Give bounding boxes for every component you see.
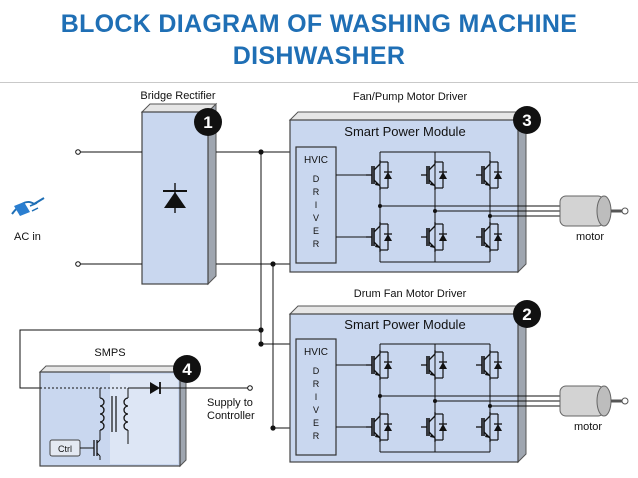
driver-letter: I xyxy=(315,200,318,210)
driver-letter: I xyxy=(315,392,318,402)
svg-text:1: 1 xyxy=(203,113,212,132)
supply-label-line2: Controller xyxy=(207,410,255,422)
ac-in-label: AC in xyxy=(14,231,41,243)
smart-power-module-label-top: Smart Power Module xyxy=(344,124,465,139)
plug-icon xyxy=(11,197,45,216)
smps-label: SMPS xyxy=(94,347,125,359)
hvic-label-top: HVIC xyxy=(304,155,328,166)
ctrl-label: Ctrl xyxy=(58,444,72,454)
driver-letter: V xyxy=(313,405,319,415)
badge-smps: 4 xyxy=(173,355,201,383)
smart-power-module-bottom: Smart Power Module HVIC D R I V E R xyxy=(288,304,560,464)
bridge-rectifier-label: Bridge Rectifier xyxy=(140,90,216,102)
smart-power-module-label-bottom: Smart Power Module xyxy=(344,317,465,332)
motor-label-bottom: motor xyxy=(574,421,602,433)
hvic-driver-top xyxy=(295,146,337,264)
badge-bridge: 1 xyxy=(194,108,222,136)
driver-letter: R xyxy=(313,187,320,197)
svg-text:3: 3 xyxy=(522,111,531,130)
svg-text:2: 2 xyxy=(522,305,531,324)
driver-letter: R xyxy=(313,379,320,389)
driver-letter: E xyxy=(313,226,319,236)
motor-icon xyxy=(559,385,629,417)
motor-icon xyxy=(559,195,629,227)
title-band: BLOCK DIAGRAM OF WASHING MACHINE DISHWAS… xyxy=(0,0,638,83)
smart-power-module-top: Smart Power Module HVIC D R I V E R xyxy=(288,110,560,274)
page-subtitle: DISHWASHER xyxy=(232,42,406,70)
switch-transistor xyxy=(86,439,101,460)
driver-letter: D xyxy=(313,174,320,184)
hvic-driver-bottom xyxy=(295,338,337,456)
badge-drum-fan: 2 xyxy=(513,300,541,328)
badge-fan-pump: 3 xyxy=(513,106,541,134)
fan-pump-driver-label: Fan/Pump Motor Driver xyxy=(353,91,468,103)
supply-label-line1: Supply to xyxy=(207,397,253,409)
diode-icon xyxy=(163,183,187,213)
transformer-icon xyxy=(99,396,129,432)
page-title: BLOCK DIAGRAM OF WASHING MACHINE xyxy=(60,10,578,38)
driver-letter: R xyxy=(313,431,320,441)
driver-letter: R xyxy=(313,239,320,249)
bridge-rectifier-block xyxy=(140,102,218,286)
driver-letter: E xyxy=(313,418,319,428)
svg-text:4: 4 xyxy=(182,360,192,379)
dc-bus xyxy=(19,149,296,431)
motor-label-top: motor xyxy=(576,231,604,243)
drum-fan-driver-label: Drum Fan Motor Driver xyxy=(354,288,467,300)
hvic-label-bottom: HVIC xyxy=(304,347,328,358)
driver-letter: V xyxy=(313,213,319,223)
smps-block: Ctrl xyxy=(38,364,253,468)
driver-letter: D xyxy=(313,366,320,376)
